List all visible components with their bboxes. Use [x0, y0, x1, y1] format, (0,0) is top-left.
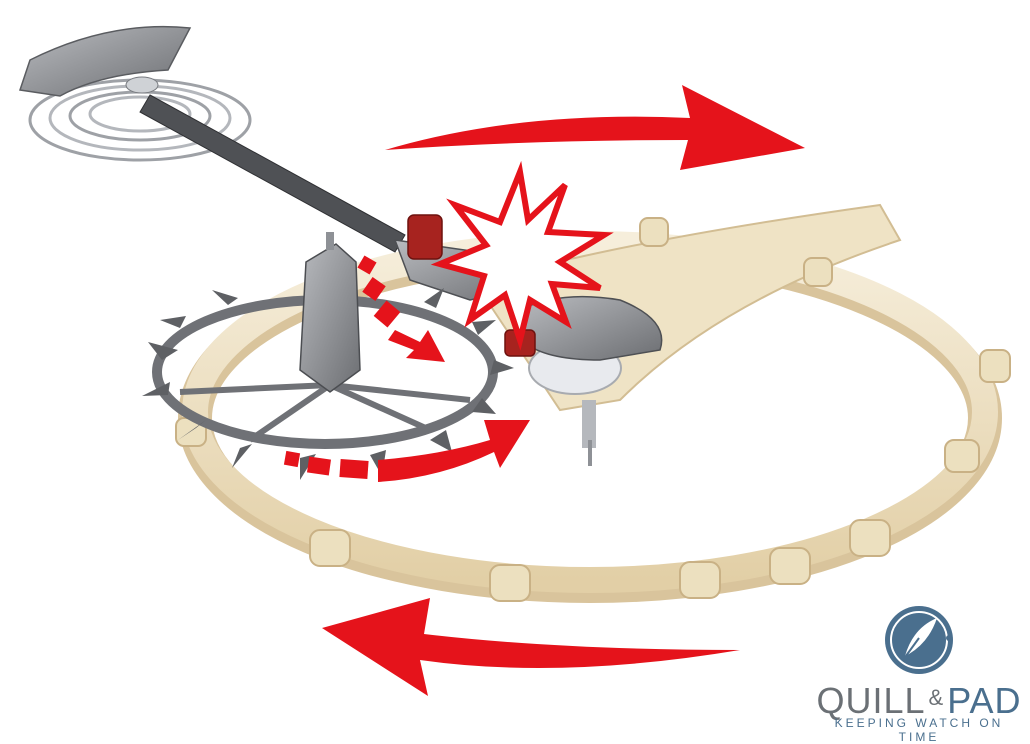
curved-arrow-icon	[322, 598, 740, 696]
screw	[944, 439, 980, 473]
dashed-curved-arrow-icon	[283, 420, 530, 482]
logo-name-right: PAD	[947, 680, 1022, 721]
screw	[639, 217, 669, 247]
screw	[489, 564, 531, 602]
logo-name-left: QUILL	[816, 680, 926, 721]
screw	[679, 561, 721, 599]
balance-screws	[175, 217, 1011, 602]
logo-tagline: KEEPING WATCH ON TIME	[834, 716, 1004, 744]
logo-wordmark: QUILL&PAD	[812, 678, 1026, 721]
quill-feather-in-circle-icon	[885, 606, 953, 674]
ruby-pallet	[407, 214, 443, 260]
explosion-burst-icon	[430, 160, 614, 351]
screw	[979, 349, 1011, 383]
screw	[849, 519, 891, 557]
screw	[309, 529, 351, 567]
screw	[803, 257, 833, 287]
motion-arrows	[283, 85, 805, 696]
hairspring-assembly	[19, 25, 252, 162]
escape-wheel	[142, 232, 514, 480]
curved-arrow-icon	[385, 85, 805, 170]
quill-and-pad-logo: QUILL&PAD KEEPING WATCH ON TIME	[812, 598, 1026, 744]
escape-pinion	[299, 243, 361, 393]
balance-cock	[19, 25, 192, 97]
logo-ampersand: &	[928, 685, 945, 710]
dashed-curved-arrow-icon	[357, 255, 445, 362]
screw	[769, 547, 811, 585]
